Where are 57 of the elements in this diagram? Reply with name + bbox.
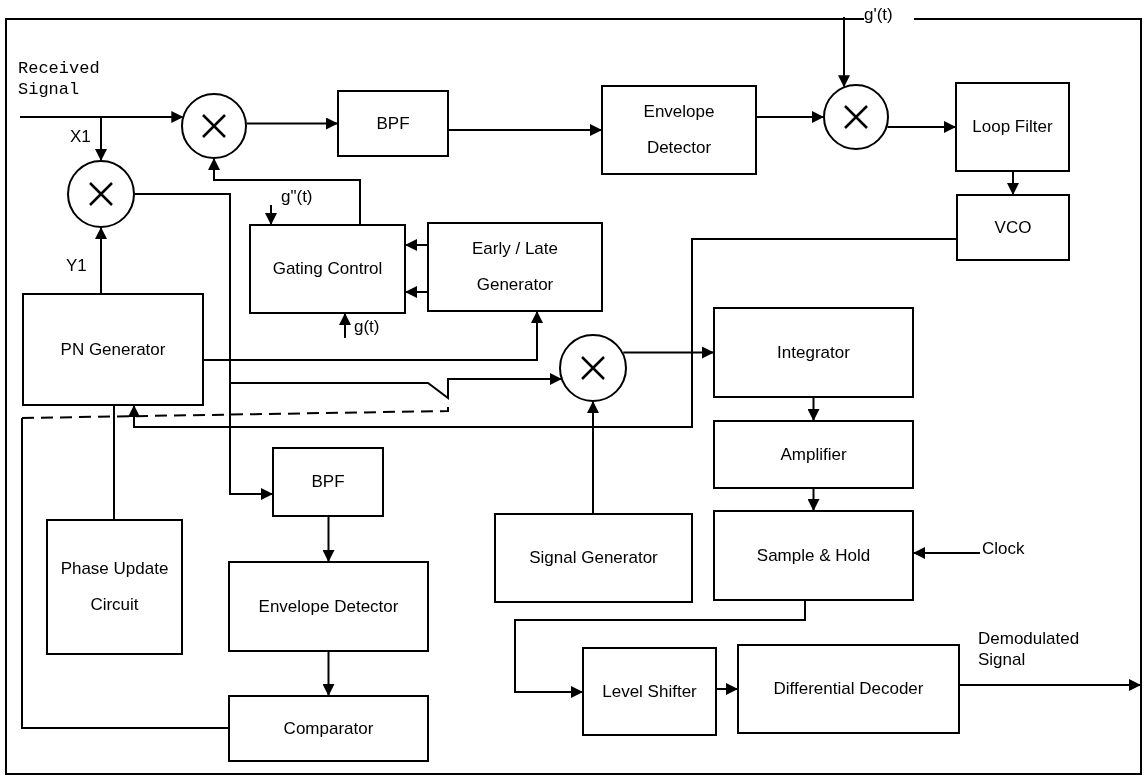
- block-box: [713, 420, 914, 489]
- arrow: [807, 488, 820, 511]
- arrow: [95, 116, 107, 161]
- arrow: [1007, 171, 1019, 195]
- block-label: Early / Late Generator: [471, 238, 559, 296]
- block-box: [337, 90, 449, 157]
- arrow: [265, 204, 277, 225]
- block-box: [582, 647, 717, 736]
- block-label: Phase Update Circuit: [59, 558, 170, 616]
- block-box: [956, 194, 1070, 261]
- block-box: [737, 644, 960, 734]
- arrow: [587, 401, 599, 514]
- block-label: Gating Control: [272, 258, 383, 281]
- block-box: [228, 695, 429, 762]
- arrow: [959, 679, 1141, 691]
- block-label: Integrator: [777, 341, 850, 364]
- block-label: Comparator: [283, 717, 374, 740]
- arrow: [203, 311, 543, 361]
- block-box: [494, 513, 693, 603]
- block-box: [713, 307, 914, 398]
- arrow: [95, 227, 107, 294]
- arrow: [322, 516, 335, 562]
- arrow: [339, 313, 351, 339]
- block-box: [46, 519, 183, 655]
- arrow: [716, 683, 738, 695]
- block-box: [427, 222, 603, 312]
- arrow: [913, 547, 981, 559]
- arrow: [448, 124, 602, 136]
- block-label: VCO: [994, 216, 1032, 239]
- block-label: Envelope Detector: [258, 595, 399, 618]
- block-box: [955, 82, 1070, 172]
- block-label: Sample & Hold: [756, 544, 871, 567]
- block-label: BPF: [376, 112, 410, 135]
- arrow: [807, 397, 820, 421]
- block-label: Differential Decoder: [773, 678, 924, 701]
- block-box: [272, 447, 384, 517]
- arrow: [756, 111, 824, 123]
- arrow: [514, 600, 806, 698]
- block-label: PN Generator: [60, 338, 166, 361]
- arrow: [405, 239, 428, 251]
- block-label: Signal Generator: [529, 547, 658, 570]
- block-box: [601, 85, 757, 175]
- block-label: Amplifier: [780, 443, 847, 466]
- arrow: [622, 346, 714, 359]
- block-box: [22, 293, 204, 406]
- block-label: BPF: [311, 471, 345, 494]
- block-label: Level Shifter: [602, 680, 697, 703]
- block-box: [228, 561, 429, 652]
- arrow: [405, 286, 428, 298]
- arrow: [322, 651, 335, 696]
- block-box: [249, 224, 406, 314]
- block-label: Envelope Detector: [642, 101, 716, 159]
- block-label: Loop Filter: [972, 116, 1053, 139]
- block-box: [713, 510, 914, 601]
- input-label: Received Signal: [18, 58, 148, 117]
- arrow: [128, 238, 957, 428]
- arrow: [208, 158, 361, 225]
